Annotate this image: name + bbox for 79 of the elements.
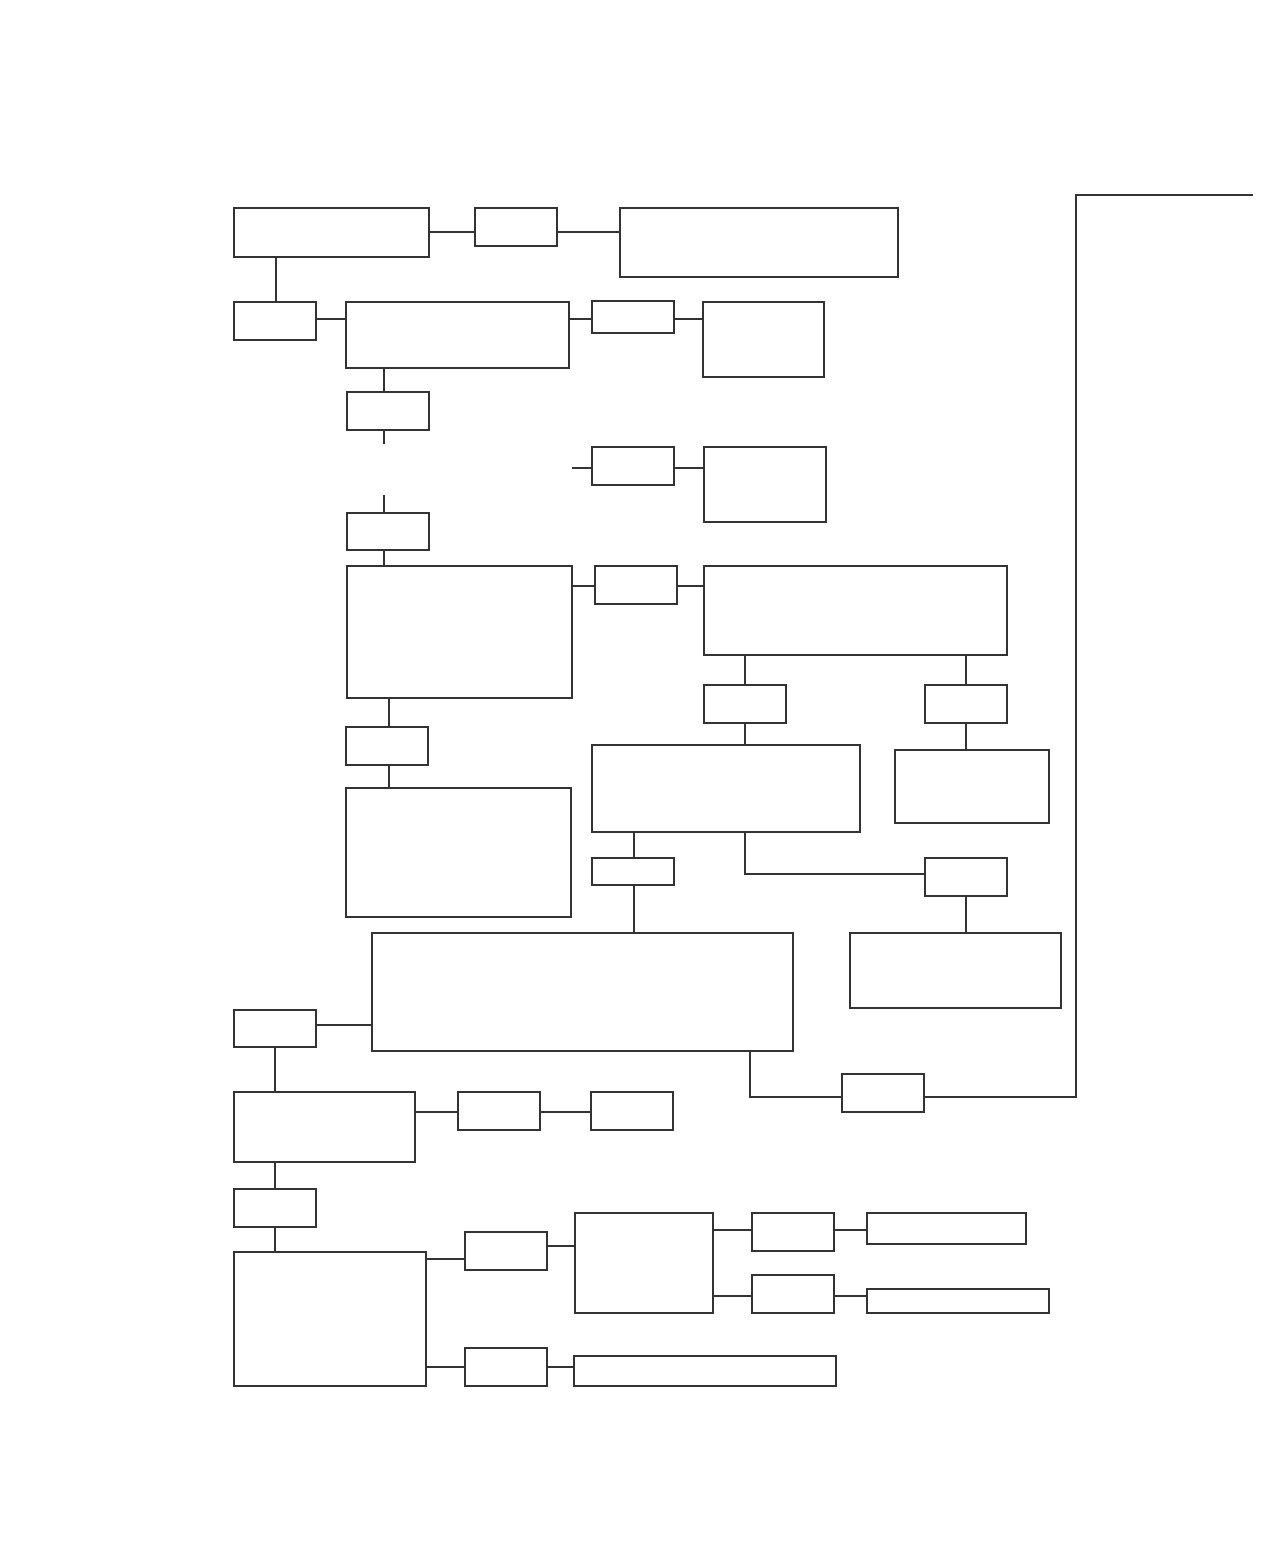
connector-line bbox=[674, 467, 704, 469]
blank-box bbox=[866, 1288, 1050, 1314]
blank-box bbox=[594, 565, 678, 605]
connector-line bbox=[749, 1051, 842, 1098]
blank-box bbox=[703, 446, 827, 523]
connector-line bbox=[965, 896, 967, 933]
blank-box bbox=[591, 744, 861, 833]
connector-line bbox=[383, 368, 385, 392]
connector-line bbox=[834, 1295, 867, 1297]
blank-box bbox=[591, 446, 675, 486]
blank-box bbox=[346, 565, 573, 699]
connector-line bbox=[744, 723, 746, 745]
connector-line bbox=[426, 1366, 465, 1368]
connector-line bbox=[383, 494, 385, 513]
blank-box bbox=[457, 1091, 541, 1131]
blank-box bbox=[591, 857, 675, 886]
blank-box bbox=[574, 1212, 714, 1314]
blank-box bbox=[619, 207, 899, 278]
connector-line bbox=[744, 832, 925, 875]
blank-box bbox=[703, 684, 787, 724]
connector-line bbox=[275, 257, 277, 302]
blank-box bbox=[345, 726, 429, 766]
connector-line bbox=[633, 832, 635, 858]
connector-line bbox=[674, 318, 703, 320]
blank-box bbox=[849, 932, 1062, 1009]
connector-line bbox=[316, 1024, 372, 1026]
blank-box bbox=[751, 1212, 835, 1252]
blank-box bbox=[346, 391, 430, 431]
blank-box bbox=[590, 1091, 674, 1131]
connector-line bbox=[316, 318, 346, 320]
blank-box bbox=[751, 1274, 835, 1314]
blank-box bbox=[866, 1212, 1027, 1245]
connector-line bbox=[274, 1227, 276, 1252]
connector-line bbox=[569, 318, 592, 320]
connector-line bbox=[557, 231, 620, 233]
connector-line bbox=[744, 655, 746, 685]
blank-box bbox=[702, 301, 825, 378]
connector-line bbox=[429, 231, 475, 233]
blank-box bbox=[464, 1231, 548, 1271]
blank-box bbox=[591, 300, 675, 334]
blank-box bbox=[346, 512, 430, 551]
connector-line bbox=[677, 585, 704, 587]
blank-box bbox=[464, 1347, 548, 1387]
connector-line bbox=[540, 1111, 591, 1113]
blank-box bbox=[345, 301, 570, 369]
blank-box bbox=[371, 932, 794, 1052]
blank-box bbox=[233, 1009, 317, 1048]
blank-box bbox=[233, 1251, 427, 1387]
blank-box bbox=[924, 857, 1008, 897]
connector-line bbox=[274, 1047, 276, 1092]
connector-line bbox=[383, 550, 385, 566]
blank-box bbox=[474, 207, 558, 247]
connector-line bbox=[388, 765, 390, 788]
blank-box bbox=[233, 1091, 416, 1163]
connector-line bbox=[426, 1258, 465, 1260]
blank-box bbox=[703, 565, 1008, 656]
connector-line bbox=[274, 1162, 276, 1189]
connector-line bbox=[834, 1229, 867, 1231]
blank-box bbox=[841, 1073, 925, 1113]
connector-line bbox=[965, 655, 967, 685]
connector-line bbox=[388, 698, 390, 727]
connector-line bbox=[713, 1295, 752, 1297]
connector-line bbox=[924, 194, 1254, 1098]
blank-box bbox=[233, 1188, 317, 1228]
connector-line bbox=[415, 1111, 458, 1113]
connector-line bbox=[713, 1229, 752, 1231]
blank-box bbox=[233, 301, 317, 341]
connector-line bbox=[547, 1366, 574, 1368]
blank-box bbox=[573, 1355, 837, 1387]
connector-line bbox=[572, 585, 595, 587]
blank-box bbox=[345, 787, 572, 918]
connector-line bbox=[547, 1245, 575, 1247]
blank-box bbox=[233, 207, 430, 258]
connector-line bbox=[383, 430, 385, 445]
connector-line bbox=[633, 885, 635, 933]
connector-line bbox=[571, 467, 592, 469]
connector-line bbox=[965, 723, 967, 750]
blank-box bbox=[894, 749, 1050, 824]
blank-box bbox=[924, 684, 1008, 724]
